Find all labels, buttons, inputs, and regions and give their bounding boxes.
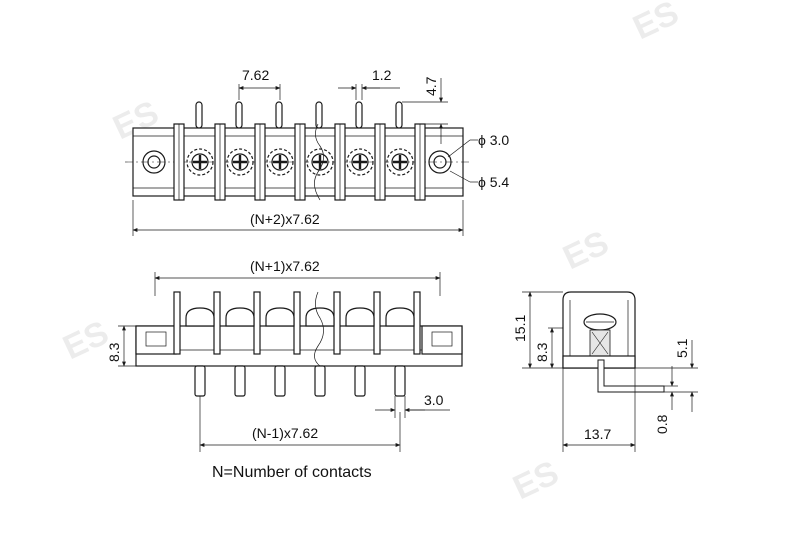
label-pitch: 7.62 <box>242 67 269 83</box>
front-screw-heads <box>185 307 415 327</box>
label-pin-offset: 3.0 <box>424 392 444 408</box>
left-mount-hole <box>142 150 166 174</box>
right-flange <box>421 325 463 355</box>
label-side-depth: 13.7 <box>584 426 611 442</box>
dim-side-total-height <box>522 291 563 369</box>
front-pins <box>194 365 406 397</box>
right-mount-hole <box>428 150 452 174</box>
side-view <box>522 291 698 452</box>
top-view <box>125 78 478 236</box>
dim-pin-height <box>402 78 448 144</box>
dim-side-pin-thickness <box>664 366 678 410</box>
label-hole-outer: ϕ 5.4 <box>478 174 509 190</box>
dim-pin-width <box>338 84 400 100</box>
dim-total-length <box>132 200 464 236</box>
dim-side-depth <box>562 368 636 452</box>
hole-leaders <box>447 139 478 183</box>
label-total-length: (N+2)x7.62 <box>250 211 320 227</box>
dim-pin-offset <box>375 396 450 418</box>
label-front-height: 8.3 <box>106 342 122 362</box>
screw-terminals <box>186 148 414 176</box>
watermark: ES <box>507 454 564 508</box>
label-pin-width: 1.2 <box>372 67 392 83</box>
watermark: ES <box>627 0 684 47</box>
watermark: ES <box>557 224 614 278</box>
label-hole-inner: ϕ 3.0 <box>478 132 509 148</box>
label-side-pin-height: 5.1 <box>674 338 690 358</box>
label-pin-height: 4.7 <box>423 76 439 96</box>
top-pins <box>195 101 403 129</box>
barrier-walls <box>173 123 426 201</box>
dim-barrier-span <box>154 272 441 296</box>
left-flange <box>135 325 177 355</box>
dim-front-height <box>118 325 136 367</box>
dim-side-pin-height <box>635 340 698 412</box>
dim-pin-span <box>199 396 401 452</box>
label-barrier-span: (N+1)x7.62 <box>250 258 320 274</box>
label-side-pin-thickness: 0.8 <box>654 414 670 434</box>
dim-pitch <box>238 84 281 100</box>
break-line <box>314 123 324 201</box>
front-view <box>118 272 463 452</box>
label-side-body-height: 8.3 <box>534 342 550 362</box>
label-pin-span: (N-1)x7.62 <box>252 425 318 441</box>
label-side-total-height: 15.1 <box>512 315 528 342</box>
contacts-note: N=Number of contacts <box>212 464 372 481</box>
dim-side-body-height <box>548 327 563 369</box>
